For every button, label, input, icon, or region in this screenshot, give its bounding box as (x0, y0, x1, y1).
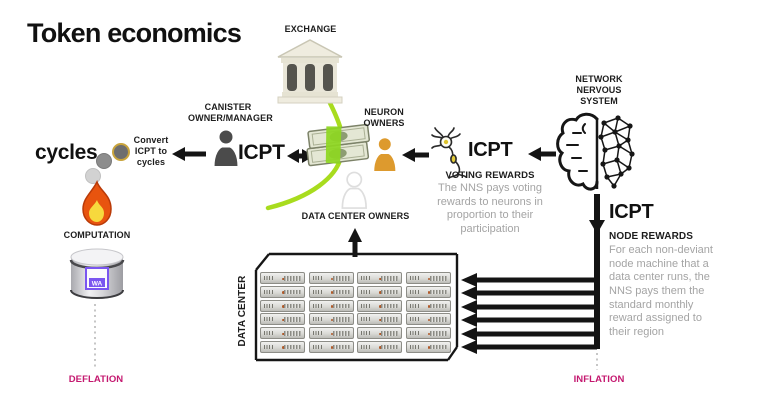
server-unit (405, 285, 451, 298)
server-unit (357, 272, 403, 284)
voting-rewards-heading: VOTING REWARDS (445, 170, 535, 181)
neuron-owner-icon (372, 136, 398, 173)
page-title: Token economics (27, 18, 242, 48)
server-unit (308, 313, 354, 326)
exchange-icon (277, 39, 343, 104)
exchange-label: EXCHANGE (284, 24, 337, 34)
wasm-badge-text: WA (92, 281, 103, 288)
node-rewards-body: For each non-deviant node machine that a… (609, 244, 713, 338)
server-unit (405, 327, 451, 340)
server-unit (308, 340, 354, 353)
server-unit (357, 285, 403, 298)
convert-label: Convert ICPT to cycles (133, 135, 169, 167)
server-unit (405, 340, 451, 353)
node-reward-spine (589, 194, 605, 349)
money-stack-icon (306, 123, 371, 167)
canister-owner-label: CANISTER OWNER/MANAGER (188, 102, 273, 123)
nns-brain-icon (556, 112, 635, 191)
server-unit (405, 313, 451, 326)
data-center-owners-label: DATA CENTER OWNERS (301, 211, 410, 221)
server-unit (308, 272, 354, 284)
server-unit (260, 340, 305, 353)
computation-flame-icon (82, 180, 112, 226)
server-unit (405, 272, 451, 284)
cycles-label: cycles (35, 141, 98, 164)
server-unit (308, 285, 354, 298)
brain-folds (566, 123, 588, 172)
server-unit (357, 327, 403, 340)
voting-rewards-body: The NNS pays voting rewards to neurons i… (437, 182, 543, 235)
icpt-voting-flow-label: ICPT (468, 139, 513, 161)
convert-arrow (172, 147, 206, 161)
server-rack-grid (260, 272, 451, 353)
server-unit (260, 272, 305, 284)
server-unit (260, 299, 305, 312)
inflation-label: INFLATION (573, 374, 625, 385)
flow-arrows (172, 147, 605, 354)
cycles-coins-icon (85, 143, 130, 184)
server-unit (260, 285, 305, 298)
data-center-label: DATA CENTER (237, 275, 248, 347)
voting-reward-arrow-to-neuron-owners (402, 148, 429, 162)
money-band (325, 126, 342, 164)
computation-label: COMPUTATION (63, 230, 131, 240)
server-unit (357, 299, 403, 312)
server-unit (260, 327, 305, 340)
server-unit (405, 299, 451, 312)
nns-label: NETWORK NERVOUS SYSTEM (575, 74, 623, 106)
canister-owner-icon (212, 128, 240, 168)
server-unit (308, 299, 354, 312)
deflation-label: DEFLATION (68, 374, 124, 385)
data-center-box (254, 252, 459, 362)
voting-reward-arrow-from-nns (528, 147, 556, 161)
neuron-icon (431, 127, 467, 179)
data-center-owner-icon (341, 171, 367, 209)
server-unit (357, 340, 403, 353)
node-rewards-heading: NODE REWARDS (609, 231, 693, 242)
network-nodes (598, 115, 635, 189)
canister-icon: WA (69, 248, 125, 299)
icpt-canister-flow-label: ICPT (238, 141, 285, 164)
neuron-owners-label: NEURON OWNERS (363, 107, 405, 128)
data-center-owners-arrow (348, 228, 362, 257)
server-unit (308, 327, 354, 340)
server-unit (357, 313, 403, 326)
node-reward-arrows (461, 273, 597, 354)
icpt-node-flow-label: ICPT (609, 201, 654, 223)
server-unit (260, 313, 305, 326)
